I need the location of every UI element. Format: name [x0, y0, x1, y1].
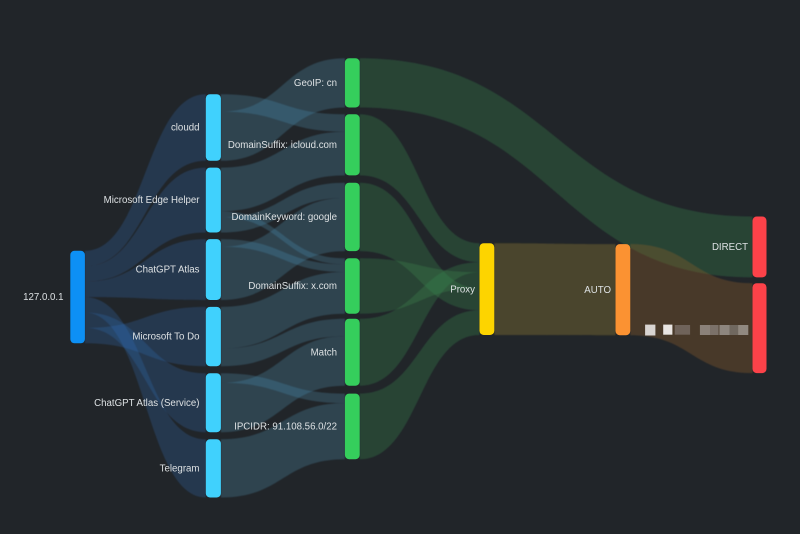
- svg-text:AUTO: AUTO: [584, 285, 611, 296]
- svg-text:Proxy: Proxy: [450, 284, 475, 295]
- svg-text:DomainSuffix: x.com: DomainSuffix: x.com: [248, 281, 337, 292]
- svg-text:DomainSuffix: icloud.com: DomainSuffix: icloud.com: [228, 140, 337, 151]
- svg-text:DIRECT: DIRECT: [712, 242, 748, 253]
- svg-text:Match: Match: [311, 347, 337, 358]
- svg-text:IPCIDR: 91.108.56.0/22: IPCIDR: 91.108.56.0/22: [234, 422, 337, 433]
- svg-text:ChatGPT Atlas (Service): ChatGPT Atlas (Service): [94, 398, 199, 409]
- svg-text:ChatGPT Atlas: ChatGPT Atlas: [136, 265, 200, 276]
- svg-text:Microsoft Edge Helper: Microsoft Edge Helper: [104, 195, 201, 206]
- svg-text:DomainKeyword: google: DomainKeyword: google: [231, 212, 337, 223]
- svg-text:GeoIP: cn: GeoIP: cn: [294, 78, 337, 89]
- svg-text:cloudd: cloudd: [171, 123, 200, 134]
- svg-text:Microsoft To Do: Microsoft To Do: [132, 332, 199, 343]
- svg-text:Telegram: Telegram: [160, 464, 200, 475]
- svg-text:127.0.0.1: 127.0.0.1: [23, 292, 63, 303]
